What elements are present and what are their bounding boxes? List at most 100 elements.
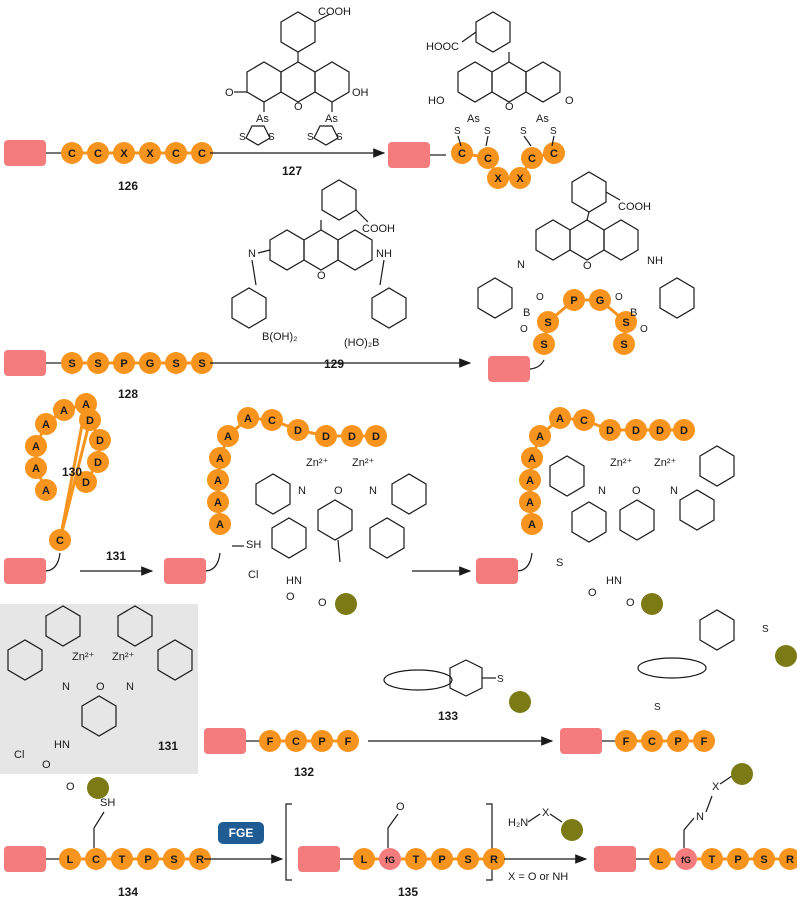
residue-A <box>521 447 543 469</box>
svg-text:H₂N: H₂N <box>508 817 528 829</box>
fge-label: FGE <box>229 826 254 840</box>
svg-text:O: O <box>626 597 635 609</box>
svg-text:O: O <box>317 270 326 282</box>
residue-S <box>191 352 213 374</box>
svg-text:SH: SH <box>246 539 261 551</box>
residue-A <box>209 447 231 469</box>
residue-label: F <box>701 736 708 748</box>
residue-label: D <box>322 431 330 443</box>
residue-A <box>529 425 551 447</box>
residue-D <box>341 425 363 447</box>
residue-label: F <box>345 736 352 748</box>
compound-label-135: 135 <box>398 885 418 899</box>
residue-label: D <box>294 425 302 437</box>
compound-label-129: 129 <box>324 357 344 371</box>
peptide-link <box>58 419 92 541</box>
residue-S <box>613 333 635 355</box>
probe-ball <box>561 819 583 841</box>
cargo-block <box>4 558 46 584</box>
residue-label: A <box>214 475 222 487</box>
residue-S <box>457 848 479 870</box>
residue-F <box>615 730 637 752</box>
svg-text:N: N <box>369 485 377 497</box>
residue-L <box>353 848 375 870</box>
residue-label: A <box>526 475 534 487</box>
residue-D <box>649 419 671 441</box>
svg-text:O: O <box>225 87 234 99</box>
svg-text:N: N <box>670 485 678 497</box>
residue-label: G <box>596 295 605 307</box>
svg-text:O: O <box>505 101 514 113</box>
residue-C <box>261 409 283 431</box>
compound-label-127: 127 <box>282 164 302 178</box>
residue-P <box>311 730 333 752</box>
residue-C <box>285 730 307 752</box>
svg-text:As: As <box>467 113 480 125</box>
cargo-block <box>476 558 518 584</box>
residue-label: D <box>94 457 102 469</box>
residue-label: P <box>674 736 681 748</box>
svg-text:X: X <box>542 807 550 819</box>
residue-C <box>521 147 543 169</box>
residue-R <box>779 848 797 870</box>
residue-label: C <box>528 153 536 165</box>
residue-C <box>87 142 109 164</box>
svg-text:NH: NH <box>376 248 392 260</box>
residue-D <box>287 419 309 441</box>
residue-label: L <box>361 854 368 866</box>
svg-text:N: N <box>598 485 606 497</box>
residue-A <box>25 435 47 457</box>
residue-A <box>549 407 571 429</box>
svg-text:Zn²⁺: Zn²⁺ <box>306 457 329 469</box>
residue-label: A <box>556 413 564 425</box>
svg-text:S: S <box>497 674 504 685</box>
residue-G <box>139 352 161 374</box>
residue-label: S <box>464 854 471 866</box>
svg-text:N: N <box>696 811 704 823</box>
svg-text:S: S <box>520 126 527 137</box>
residue-S <box>87 352 109 374</box>
residue-label: P <box>318 736 325 748</box>
residue-label: A <box>244 413 252 425</box>
residue-label: G <box>146 358 155 370</box>
residue-label: F <box>623 736 630 748</box>
residue-C <box>61 142 83 164</box>
cargo-block <box>298 846 340 872</box>
residue-A <box>207 491 229 513</box>
compound-label-130: 130 <box>62 465 82 479</box>
residue-D <box>673 419 695 441</box>
residue-label: T <box>119 854 126 866</box>
cargo-block <box>4 846 46 872</box>
residue-label: A <box>216 519 224 531</box>
cargo-block <box>164 558 206 584</box>
residue-C <box>543 142 565 164</box>
svg-text:Zn²⁺: Zn²⁺ <box>112 651 135 663</box>
residue-label: P <box>120 358 127 370</box>
residue-C <box>573 409 595 431</box>
reagent-129-structure: COOH O N NH B(OH)₂ (HO)₂B 129 <box>231 179 407 371</box>
residue-label: S <box>760 854 767 866</box>
residue-C <box>191 142 213 164</box>
residue-label: C <box>550 148 558 160</box>
residue-A <box>207 469 229 491</box>
probe-ball <box>731 763 753 785</box>
residue-label: X <box>120 148 128 160</box>
svg-text:Zn²⁺: Zn²⁺ <box>610 457 633 469</box>
residue-label: A <box>60 405 68 417</box>
residue-D <box>625 419 647 441</box>
svg-text:COOH: COOH <box>362 223 395 235</box>
probe-ball <box>775 645 797 667</box>
svg-text:S: S <box>484 126 491 137</box>
residue-A <box>237 407 259 429</box>
cargo-block <box>4 350 46 376</box>
residue-label: C <box>68 148 76 160</box>
residue-label: S <box>620 339 627 351</box>
residue-label: L <box>67 854 74 866</box>
